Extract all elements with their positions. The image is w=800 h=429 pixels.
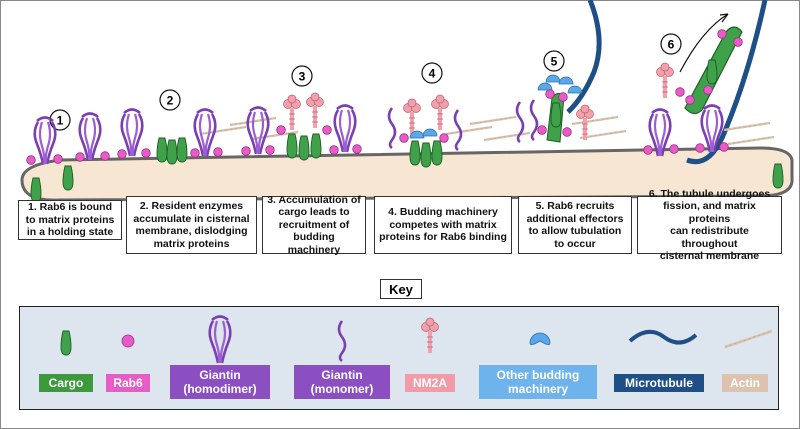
budding-machinery-label: Other budding machinery — [479, 365, 597, 399]
svg-text:1: 1 — [57, 114, 64, 128]
svg-text:5: 5 — [551, 55, 558, 69]
step-3-caption: 3. Accumulation of cargo leads to recrui… — [262, 194, 366, 256]
microtubule-label: Microtubule — [614, 374, 704, 392]
actin-icon — [724, 329, 773, 349]
step-2-number: 2 — [159, 89, 181, 111]
step-4-number: 4 — [421, 62, 443, 84]
step-6-number: 6 — [660, 33, 682, 55]
nm2a-label: NM2A — [405, 374, 455, 392]
cargo-icon — [60, 330, 72, 356]
microtubule-6 — [686, 0, 768, 165]
svg-text:2: 2 — [167, 94, 174, 108]
step-5-caption: 5. Rab6 recruits additional effectors to… — [518, 196, 632, 254]
cargo-label: Cargo — [39, 374, 93, 392]
rab6-label: Rab6 — [106, 374, 150, 392]
rab6-icon — [121, 334, 135, 348]
giantin-monomer-label: Giantin (monomer) — [294, 365, 390, 399]
giantin-monomer-icon — [337, 320, 347, 363]
budding-machinery-icon — [529, 332, 551, 345]
microtubule-icon — [628, 329, 698, 345]
key-panel: Cargo Rab6 Giantin (homodimer) Giantin (… — [19, 306, 779, 410]
actin-label: Actin — [722, 374, 768, 392]
giantin-homodimer-label: Giantin (homodimer) — [170, 365, 270, 399]
key-title: Key — [380, 279, 422, 299]
step-6-caption: 6. The tubule undergoes fission, and mat… — [637, 188, 782, 262]
step-2-caption: 2. Resident enzymes accumulate in cister… — [126, 196, 257, 254]
step-4-caption: 4. Budding machinery competes with matri… — [374, 196, 512, 254]
giantin-homodimer-icon — [208, 315, 232, 364]
svg-text:6: 6 — [668, 38, 675, 52]
microtubule-5 — [566, 0, 602, 114]
nm2a-icon — [421, 317, 439, 353]
svg-text:3: 3 — [299, 70, 306, 84]
step-5-number: 5 — [543, 50, 565, 72]
golgi-diagram: 1 2 3 4 5 6 — [20, 0, 794, 203]
step-3-number: 3 — [291, 65, 313, 87]
svg-text:4: 4 — [429, 67, 436, 81]
step-1-caption: 1. Rab6 is bound to matrix proteins in a… — [18, 200, 122, 240]
fission-arrow — [679, 13, 729, 73]
